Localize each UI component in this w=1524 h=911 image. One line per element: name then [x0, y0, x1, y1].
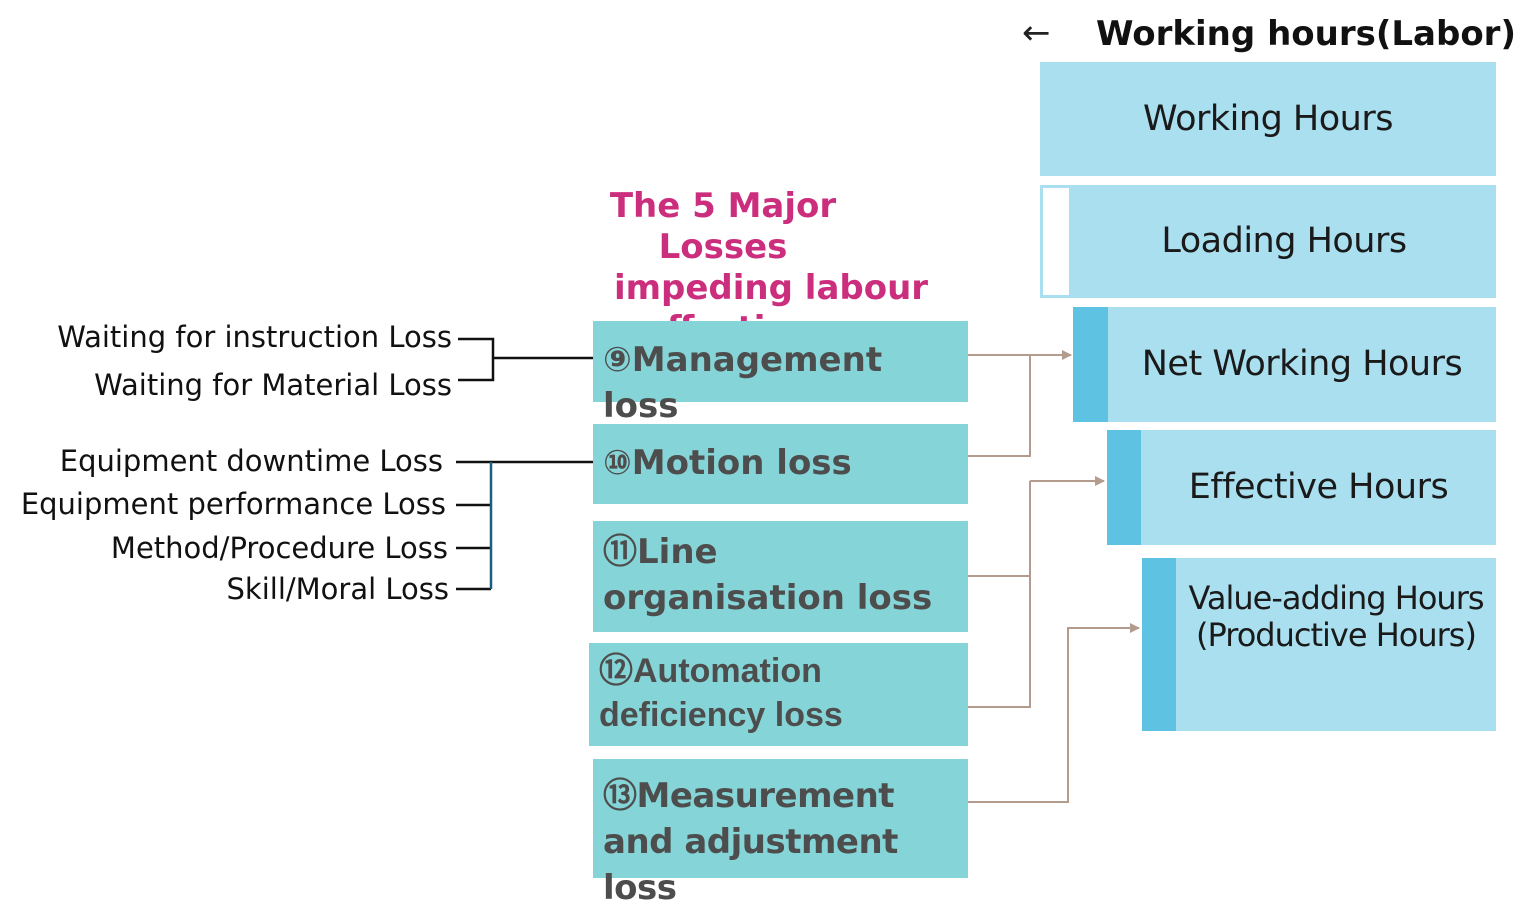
factor-equipment-downtime: Equipment downtime Loss — [59, 444, 443, 478]
effective-hours-block: Effective Hours — [1141, 430, 1496, 545]
loading-hours-block: Loading Hours — [1072, 185, 1496, 298]
factor-method-procedure: Method/Procedure Loss — [110, 531, 448, 565]
automation-deficiency-loss-label: Automation deficiency loss — [599, 652, 843, 734]
net-working-hours-label: Net Working Hours — [1141, 344, 1463, 385]
loss-number-11: ⑪ — [603, 532, 637, 572]
working-hours-block: Working Hours — [1040, 62, 1496, 176]
loading-hours-loss-gap — [1040, 185, 1072, 298]
arrow-to-value-adding-hours — [968, 623, 1140, 803]
management-factor-bracket — [458, 337, 593, 382]
line-organisation-loss-label: Line organisation loss — [603, 532, 933, 618]
losses-title-line-1: The 5 Major Losses — [609, 186, 837, 267]
factor-waiting-for-instruction: Waiting for instruction Loss — [57, 320, 452, 354]
value-adding-hours-stripe — [1142, 558, 1176, 731]
management-loss-box: ⑨Management loss — [593, 321, 968, 426]
value-adding-hours-label: Value-adding Hours — [1188, 579, 1484, 617]
factor-equipment-performance: Equipment performance Loss — [20, 487, 446, 521]
effective-hours-stripe — [1107, 430, 1141, 545]
line-organisation-loss-box: ⑪Line organisation loss — [593, 521, 968, 632]
factor-skill-moral: Skill/Moral Loss — [226, 572, 449, 606]
factor-waiting-for-material: Waiting for Material Loss — [94, 368, 452, 402]
working-hours-labor-title: Working hours(Labor) — [1096, 14, 1516, 54]
net-working-hours-stripe — [1073, 307, 1108, 422]
value-adding-hours-block: Value-adding Hours (Productive Hours) — [1176, 558, 1496, 731]
motion-loss-label: Motion loss — [631, 443, 852, 483]
loss-number-9: ⑨ — [603, 340, 632, 380]
loss-number-10: ⑩ — [603, 443, 632, 483]
motion-loss-box: ⑩Motion loss — [593, 424, 968, 504]
management-loss-label: Management loss — [603, 340, 883, 426]
losses-title-line-2: impeding labour — [613, 268, 929, 308]
automation-deficiency-loss-box: ⑫Automation deficiency loss — [589, 643, 968, 746]
line-org-automation-join-line — [968, 481, 1031, 708]
management-motion-join-line — [968, 355, 1031, 457]
loss-number-13: ⑬ — [603, 776, 637, 816]
productive-hours-label: (Productive Hours) — [1196, 615, 1477, 654]
loading-hours-label: Loading Hours — [1161, 221, 1407, 262]
net-working-hours-block: Net Working Hours — [1108, 307, 1496, 422]
left-arrow-icon: ← — [1022, 13, 1051, 53]
working-hours-label: Working Hours — [1143, 98, 1393, 139]
measurement-adjustment-loss-box: ⑬Measurement and adjustment loss — [593, 759, 968, 908]
effective-hours-label: Effective Hours — [1188, 467, 1449, 508]
motion-factor-bracket — [456, 460, 593, 591]
loss-number-12: ⑫ — [599, 652, 633, 690]
measurement-adjustment-loss-label: Measurement and adjustment loss — [603, 776, 898, 908]
